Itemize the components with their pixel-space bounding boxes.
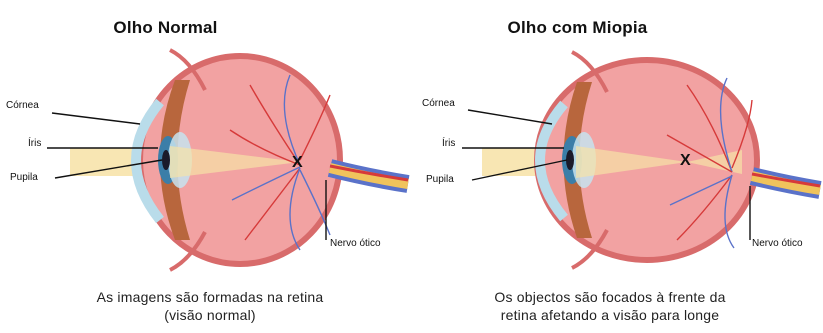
cornea-leader [52,113,140,124]
focus-mark: X [292,154,303,172]
iris-label: Íris [28,138,41,149]
pupil [566,150,574,170]
caption-line-2: (visão normal) [30,306,390,324]
normal-eye-diagram [0,0,411,333]
cornea-leader [468,110,552,124]
myopia-eye-caption: Os objectos são focados à frente da reti… [430,288,790,324]
caption-line-2: retina afetando a visão para longe [430,306,790,324]
pupil-label: Pupila [426,174,454,185]
cornea-label: Córnea [6,100,39,111]
cornea-label: Córnea [422,98,455,109]
myopia-eye-panel: Olho com Miopia Córnea Íris Pupila Nervo [412,0,823,333]
pupil-label: Pupila [10,172,38,183]
optic-nerve-label: Nervo ótico [752,238,803,249]
normal-eye-panel: Olho Normal [0,0,411,333]
caption-line-1: Os objectos são focados à frente da [430,288,790,306]
optic-nerve-label: Nervo ótico [330,238,381,249]
focus-mark: X [680,152,691,170]
iris-label: Íris [442,138,455,149]
pupil [162,150,170,170]
normal-eye-caption: As imagens são formadas na retina (visão… [30,288,390,324]
caption-line-1: As imagens são formadas na retina [30,288,390,306]
myopia-eye-diagram [412,0,823,333]
